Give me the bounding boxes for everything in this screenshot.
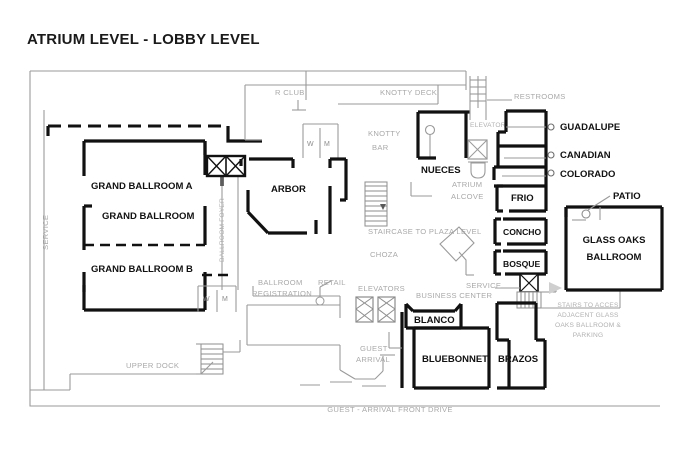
- label-choza: CHOZA: [370, 250, 399, 259]
- bluebonnet-room: BLUEBONNET: [380, 312, 491, 390]
- service-corridor-left: SERVICE: [41, 110, 50, 390]
- glass-oaks-ballroom: PATIO GLASS OAKS BALLROOM: [564, 191, 664, 292]
- elevators-center: ELEVATORS: [355, 284, 405, 323]
- annotation-stairs-line4: PARKING: [573, 332, 604, 339]
- label-grand-ballroom-a: GRAND BALLROOM A: [91, 181, 193, 192]
- label-grand-ballroom-b: GRAND BALLROOM B: [91, 264, 193, 275]
- label-colorado: COLORADO: [560, 169, 615, 180]
- label-brazos: BRAZOS: [498, 354, 538, 365]
- label-retail: RETAIL: [318, 278, 346, 287]
- label-guest-arrival-line2: ARRIVAL: [356, 355, 390, 364]
- label-bosque: BOSQUE: [503, 259, 541, 269]
- label-bluebonnet: BLUEBONNET: [422, 354, 488, 365]
- blanco-room: BLANCO: [404, 302, 463, 330]
- staircase-to-plaza: STAIRCASE TO PLAZA LEVEL: [364, 181, 482, 236]
- label-guadalupe: GUADALUPE: [560, 122, 620, 133]
- arbor-room: ARBOR: [239, 157, 348, 235]
- label-elevators-center: ELEVATORS: [358, 284, 405, 293]
- annotation-stairs-line3: OAKS BALLROOM &: [555, 322, 621, 329]
- label-knotty-bar-line1: KNOTTY: [368, 129, 401, 138]
- label-nueces: NUECES: [421, 165, 461, 176]
- label-grand-ballroom: GRAND BALLROOM: [102, 211, 194, 222]
- page-title: ATRIUM LEVEL - LOBBY LEVEL: [27, 31, 260, 48]
- label-restrooms: RESTROOMS: [514, 92, 566, 101]
- label-staircase-to-plaza: STAIRCASE TO PLAZA LEVEL: [368, 227, 482, 236]
- foyer-elevator-pair: [205, 154, 247, 178]
- label-atrium-alcove-line2: ALCOVE: [451, 192, 484, 201]
- atrium-alcove: ATRIUM ALCOVE: [410, 180, 484, 201]
- meeting-rooms-west-column: FRIO CONCHO BOSQUE: [493, 184, 548, 276]
- label-guest-arrival-line1: GUEST: [360, 344, 388, 353]
- label-glass-oaks-line2: BALLROOM: [587, 252, 642, 263]
- label-ballroom-registration-line2: REGISTRATION: [252, 289, 312, 298]
- label-business-center: BUSINESS CENTER: [416, 291, 492, 300]
- elevator-right: ELEVATOR: [467, 76, 506, 179]
- label-ballroom-foyer: BALLROOM FOYER: [219, 198, 226, 262]
- restrooms-right: RESTROOMS: [487, 92, 566, 101]
- nueces-room: NUECES: [416, 110, 470, 176]
- front-drive: GUEST - ARRIVAL FRONT DRIVE: [327, 405, 453, 414]
- label-glass-oaks-line1: GLASS OAKS: [583, 235, 646, 246]
- restrooms-registration: W M: [197, 273, 237, 312]
- outer-building-boundary: [29, 70, 660, 407]
- label-guest-arrival-front-drive: GUEST - ARRIVAL FRONT DRIVE: [327, 405, 453, 414]
- business-center: BUSINESS CENTER SERVICE: [416, 226, 501, 300]
- ballroom-registration-retail: BALLROOM REGISTRATION RETAIL: [246, 278, 346, 346]
- meeting-rooms-north: GUADALUPE CANADIAN COLORADO: [492, 109, 620, 188]
- label-knotty-deck: KNOTTY DECK: [380, 88, 437, 97]
- label-ballroom-registration-line1: BALLROOM: [258, 278, 303, 287]
- label-service-center: SERVICE: [466, 281, 501, 290]
- choza-area: CHOZA: [370, 250, 399, 259]
- label-restroom-women-2: W: [203, 296, 210, 303]
- label-restroom-men: M: [324, 141, 330, 148]
- label-service-left: SERVICE: [41, 215, 50, 250]
- label-concho: CONCHO: [503, 227, 542, 237]
- label-elevator: ELEVATOR: [470, 122, 506, 129]
- label-restroom-women: W: [307, 141, 314, 148]
- label-r-club: R CLUB: [275, 88, 305, 97]
- annotation-stairs-line1: STAIRS TO ACCES: [557, 302, 619, 309]
- brazos-room: BRAZOS: [495, 301, 547, 390]
- label-blanco: BLANCO: [414, 315, 455, 326]
- label-arbor: ARBOR: [271, 184, 306, 195]
- guest-arrival-area: GUEST ARRIVAL: [300, 344, 390, 387]
- label-upper-dock: UPPER DOCK: [126, 361, 179, 370]
- label-knotty-bar-line2: BAR: [372, 143, 389, 152]
- label-canadian: CANADIAN: [560, 150, 611, 161]
- label-frio: FRIO: [511, 193, 534, 204]
- stairs-to-parking: STAIRS TO ACCES ADJACENT GLASS OAKS BALL…: [495, 273, 621, 339]
- restrooms-knotty: W M: [302, 123, 339, 158]
- stairs-upper-dock: UPPER DOCK: [69, 340, 241, 390]
- grand-ballroom-complex: GRAND BALLROOM A GRAND BALLROOM GRAND BA…: [46, 124, 262, 312]
- label-atrium-alcove-line1: ATRIUM: [452, 180, 482, 189]
- ballroom-foyer: BALLROOM FOYER: [219, 160, 239, 290]
- label-patio: PATIO: [613, 191, 641, 202]
- annotation-stairs-line2: ADJACENT GLASS: [557, 312, 619, 319]
- r-club-knotty-deck: R CLUB KNOTTY DECK KNOTTY BAR: [244, 71, 466, 152]
- label-restroom-men-2: M: [222, 296, 228, 303]
